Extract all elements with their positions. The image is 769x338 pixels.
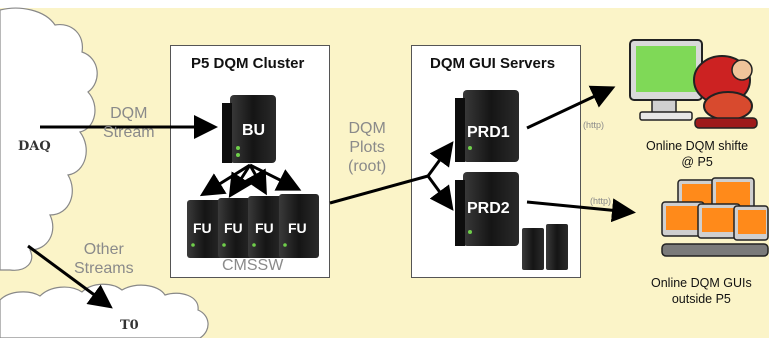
fu-server-icon-2 bbox=[218, 198, 254, 258]
prd2-server-icon bbox=[455, 172, 519, 246]
prd2-label: PRD2 bbox=[467, 200, 510, 217]
outside-label: Online DQM GUIs outside P5 bbox=[651, 276, 752, 306]
http-label-1: (http) bbox=[583, 120, 605, 130]
other-streams-arrow bbox=[27, 244, 113, 309]
shifter-label: Online DQM shifte @ P5 bbox=[646, 139, 749, 169]
fu-server-icon-1 bbox=[187, 200, 223, 258]
outside-users-icon bbox=[661, 177, 769, 257]
prd1-to-shifter-arrow bbox=[526, 85, 616, 130]
other-streams-label: Other Streams bbox=[74, 241, 134, 277]
daq-label: DAQ bbox=[18, 139, 51, 154]
t0-cloud bbox=[0, 283, 209, 338]
shifter-workstation-icon bbox=[629, 39, 758, 129]
fu-server-icon-4 bbox=[279, 194, 319, 258]
prd1-label: PRD1 bbox=[467, 124, 510, 141]
t0-label: T0 bbox=[120, 318, 139, 333]
fu-label-1: FU bbox=[193, 220, 212, 236]
dqm-plots-label: DQM Plots (root) bbox=[348, 120, 387, 175]
daq-cloud bbox=[0, 7, 98, 271]
http-label-2: (http) bbox=[590, 196, 612, 206]
cmssw-label: CMSSW bbox=[222, 257, 284, 274]
fu-label-2: FU bbox=[224, 220, 243, 236]
prd1-server-icon bbox=[455, 90, 519, 162]
dqm-stream-label: DQM Stream bbox=[103, 105, 155, 141]
bu-to-fu-arrows bbox=[199, 163, 302, 199]
fu-label-3: FU bbox=[255, 220, 274, 236]
fu-label-4: FU bbox=[288, 220, 307, 236]
prd2-to-outside-arrow bbox=[526, 198, 636, 223]
p5-cluster-title: P5 DQM Cluster bbox=[191, 55, 305, 72]
small-server-icons bbox=[522, 224, 568, 270]
bu-server-icon bbox=[222, 95, 276, 163]
gui-servers-title: DQM GUI Servers bbox=[430, 55, 556, 72]
bu-label: BU bbox=[242, 122, 266, 139]
plots-split-arrow bbox=[329, 141, 454, 211]
fu-server-icon-3 bbox=[248, 196, 284, 258]
